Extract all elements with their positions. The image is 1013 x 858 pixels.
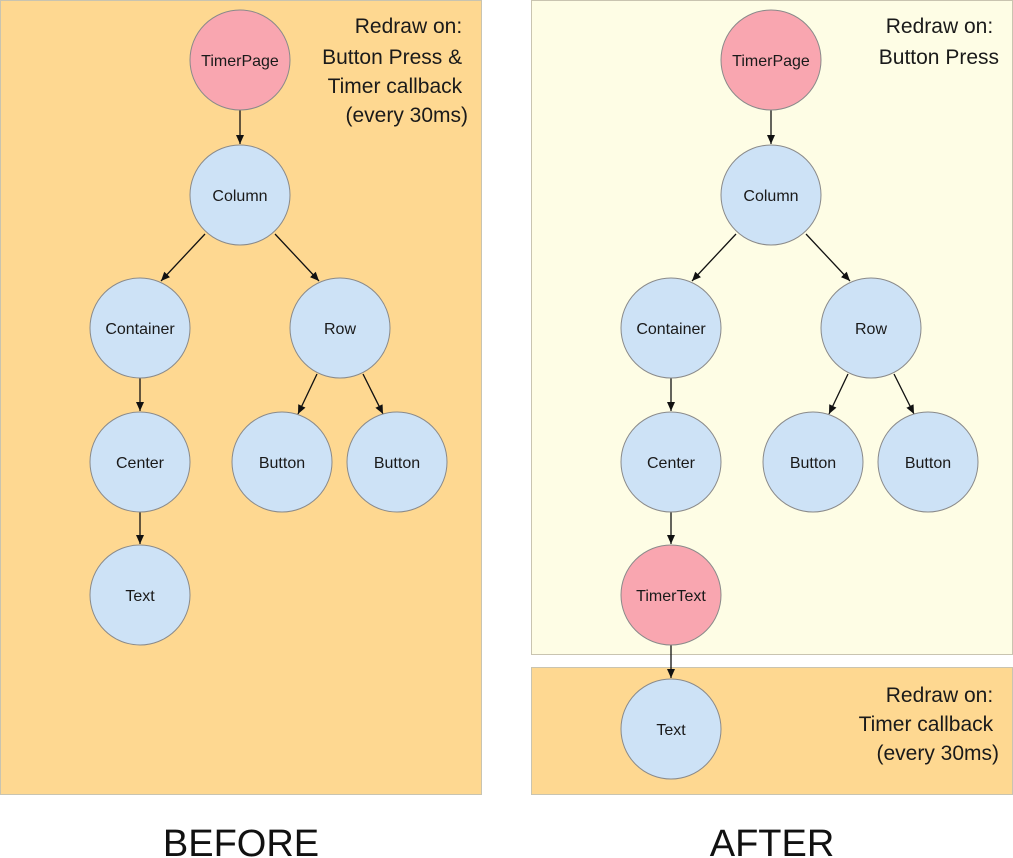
node-label: Text xyxy=(125,588,155,605)
note-line: Redraw on: xyxy=(886,15,993,38)
before-nodes: TimerPage Column Container Row Center Bu… xyxy=(89,9,448,646)
edge-column-row xyxy=(274,233,320,282)
node-center: Center xyxy=(620,411,722,513)
node-label: Center xyxy=(647,455,696,472)
node-label: TimerPage xyxy=(732,53,810,70)
after-nodes: TimerPage Column Container Row Center Bu… xyxy=(620,9,979,780)
after-bottom-redraw-note: Redraw on: Timer callback (every 30ms) xyxy=(859,684,999,765)
edge-row-button-left xyxy=(297,373,318,415)
after-bottom-panel xyxy=(531,667,1013,795)
before-redraw-note: Redraw on: Button Press & Timer callback… xyxy=(322,15,468,127)
node-row: Row xyxy=(820,277,922,379)
note-line: Redraw on: xyxy=(886,684,993,707)
node-text: Text xyxy=(620,678,722,780)
node-button-right: Button xyxy=(877,411,979,513)
node-label: Container xyxy=(105,321,175,338)
note-line: Button Press & xyxy=(322,46,462,69)
node-label: Column xyxy=(212,188,267,205)
node-button-right: Button xyxy=(346,411,448,513)
edge-row-button-right xyxy=(362,373,384,415)
node-column: Column xyxy=(720,144,822,246)
node-timerpage: TimerPage xyxy=(189,9,291,111)
note-line: Button Press xyxy=(879,46,999,69)
node-timerpage: TimerPage xyxy=(720,9,822,111)
note-line: (every 30ms) xyxy=(876,742,999,765)
node-label: Row xyxy=(324,321,356,338)
node-label: Row xyxy=(855,321,887,338)
node-label: TimerPage xyxy=(201,53,279,70)
node-label: Text xyxy=(656,722,686,739)
node-label: Container xyxy=(636,321,706,338)
after-top-redraw-note: Redraw on: Button Press xyxy=(879,15,999,69)
node-label: TimerText xyxy=(636,588,706,605)
node-label: Column xyxy=(743,188,798,205)
node-label: Button xyxy=(905,455,951,472)
node-label: Center xyxy=(116,455,165,472)
note-line: Timer callback xyxy=(859,713,994,736)
before-caption: BEFORE xyxy=(163,823,319,858)
node-column: Column xyxy=(189,144,291,246)
note-line: Redraw on: xyxy=(355,15,462,38)
node-container: Container xyxy=(89,277,191,379)
note-line: Timer callback xyxy=(328,75,463,98)
before-edges xyxy=(136,110,384,544)
node-label: Button xyxy=(259,455,305,472)
node-label: Button xyxy=(790,455,836,472)
node-timertext: TimerText xyxy=(620,544,722,646)
after-edges xyxy=(667,110,915,678)
node-text: Text xyxy=(89,544,191,646)
note-line: (every 30ms) xyxy=(345,104,468,127)
node-row: Row xyxy=(289,277,391,379)
edge-column-row xyxy=(805,233,851,282)
after-caption: AFTER xyxy=(710,823,835,858)
before-panel xyxy=(0,0,482,795)
node-button-left: Button xyxy=(762,411,864,513)
edge-row-button-left xyxy=(828,373,849,415)
node-button-left: Button xyxy=(231,411,333,513)
edge-column-container xyxy=(691,233,737,282)
node-label: Button xyxy=(374,455,420,472)
node-container: Container xyxy=(620,277,722,379)
node-center: Center xyxy=(89,411,191,513)
edge-column-container xyxy=(160,233,206,282)
edge-row-button-right xyxy=(893,373,915,415)
